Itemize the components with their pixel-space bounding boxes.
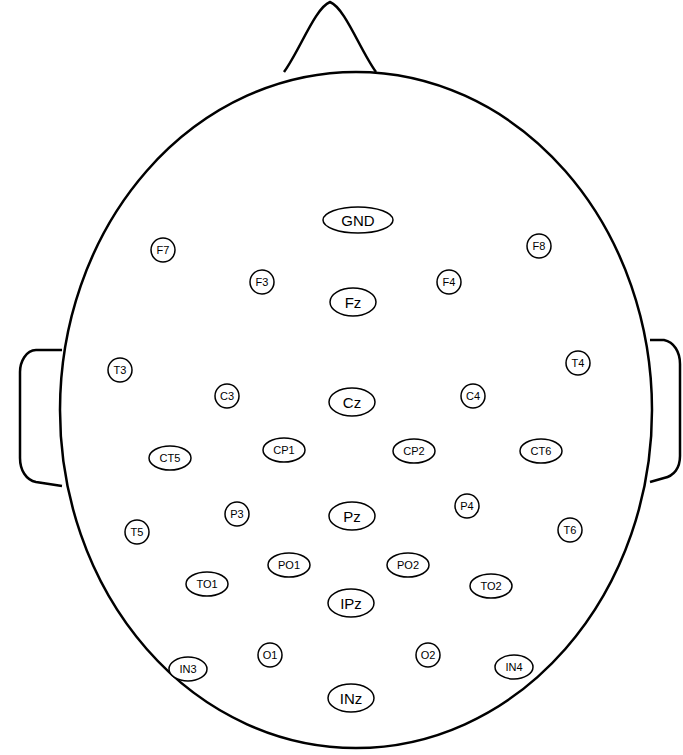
electrode: T6 xyxy=(557,517,583,543)
electrode-label: CT5 xyxy=(160,453,181,464)
electrode-label: F4 xyxy=(443,277,456,288)
electrode-label: T4 xyxy=(572,358,585,369)
electrode: T5 xyxy=(124,519,150,545)
electrode: F3 xyxy=(249,269,275,295)
electrode-label: T6 xyxy=(564,525,577,536)
right-ear xyxy=(650,340,680,482)
electrode-label: C4 xyxy=(466,391,480,402)
electrode-label: O2 xyxy=(421,650,436,661)
electrode-label: P4 xyxy=(460,501,473,512)
electrode: O1 xyxy=(257,642,283,668)
electrode-label: PO2 xyxy=(397,560,419,571)
electrode: CT5 xyxy=(148,445,192,471)
electrode: PO2 xyxy=(386,552,430,578)
electrode: P3 xyxy=(224,501,250,527)
electrode: PO1 xyxy=(267,552,311,578)
electrode-label: CP2 xyxy=(403,446,424,457)
electrode: CP1 xyxy=(262,437,306,463)
electrode: F4 xyxy=(436,269,462,295)
electrode: F7 xyxy=(150,237,176,263)
electrode-label: INz xyxy=(340,691,363,706)
electrode-label: F7 xyxy=(157,245,170,256)
electrode: P4 xyxy=(454,493,480,519)
electrode: CP2 xyxy=(392,438,436,464)
left-ear xyxy=(20,350,62,486)
electrode: O2 xyxy=(415,642,441,668)
electrode: TO2 xyxy=(469,573,513,599)
electrode: F8 xyxy=(526,233,552,259)
electrode: IN3 xyxy=(168,656,208,682)
electrode-label: C3 xyxy=(220,391,234,402)
electrode: CT6 xyxy=(519,438,563,464)
electrode: Fz xyxy=(329,287,377,317)
electrode: Pz xyxy=(328,501,376,531)
electrode-label: Pz xyxy=(343,509,361,524)
electrode: Cz xyxy=(328,387,376,417)
electrode-label: GND xyxy=(341,213,374,228)
electrode-label: TO1 xyxy=(196,579,217,590)
electrode: C4 xyxy=(460,383,486,409)
electrode: GND xyxy=(322,206,394,234)
electrode-label: PO1 xyxy=(278,560,300,571)
electrode: IN4 xyxy=(494,654,534,680)
electrode-label: IN4 xyxy=(505,662,522,673)
electrode-label: T3 xyxy=(114,365,127,376)
electrode-label: CT6 xyxy=(531,446,552,457)
electrode: T4 xyxy=(565,350,591,376)
electrode-label: O1 xyxy=(263,650,278,661)
electrode-label: IN3 xyxy=(179,664,196,675)
electrode-label: P3 xyxy=(230,509,243,520)
electrode: T3 xyxy=(107,357,133,383)
electrode-label: IPz xyxy=(340,596,362,611)
electrode: IPz xyxy=(327,588,375,618)
electrode-label: CP1 xyxy=(273,445,294,456)
electrode: TO1 xyxy=(185,571,229,597)
scalp xyxy=(60,72,652,748)
electrode: C3 xyxy=(214,383,240,409)
nose xyxy=(284,2,376,72)
electrode-label: Cz xyxy=(343,395,361,410)
electrode-label: F8 xyxy=(533,241,546,252)
electrode-label: T5 xyxy=(131,527,144,538)
electrode-label: TO2 xyxy=(480,581,501,592)
electrode-label: Fz xyxy=(345,295,362,310)
electrode-label: F3 xyxy=(256,277,269,288)
electrode: INz xyxy=(327,683,375,713)
